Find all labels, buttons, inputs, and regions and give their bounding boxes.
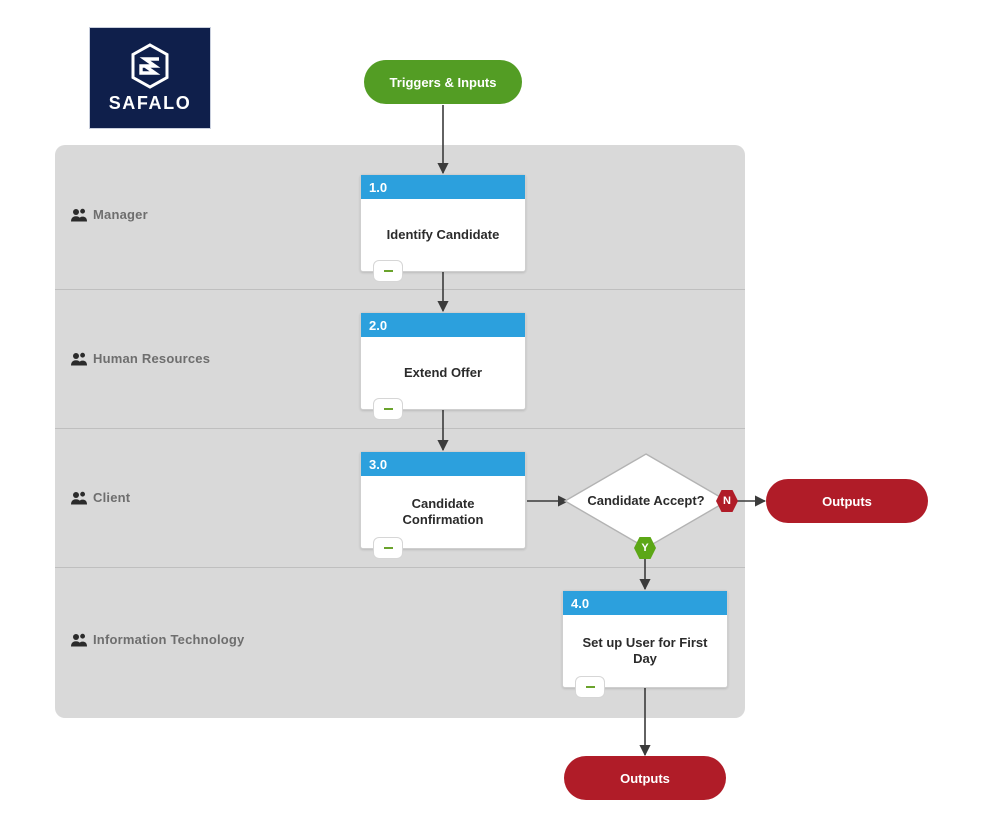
decision-branch-yes[interactable]: Y — [634, 537, 656, 559]
swimlane-client: Client — [55, 428, 745, 567]
swimlane-label-text: Client — [93, 490, 131, 505]
decision-branch-no-label: N — [723, 495, 731, 507]
process-title: Set up User for First Day — [582, 634, 708, 666]
collapse-toggle-4-0[interactable] — [575, 676, 605, 698]
swimlane-label-human-resources: Human Resources — [71, 351, 210, 366]
end-terminator-label: Outputs — [620, 770, 670, 786]
end-terminator-final[interactable]: Outputs — [564, 756, 726, 800]
minus-icon — [383, 408, 393, 410]
process-number: 1.0 — [361, 175, 525, 199]
users-icon — [71, 208, 87, 221]
process-title: Extend Offer — [403, 364, 482, 380]
process-number: 3.0 — [361, 452, 525, 476]
collapse-toggle-1-0[interactable] — [373, 260, 403, 282]
process-number: 4.0 — [563, 591, 727, 615]
process-box-2-0[interactable]: 2.0 Extend Offer — [360, 312, 526, 420]
swimlane-label-client: Client — [71, 490, 130, 505]
decision-branch-yes-label: Y — [641, 542, 649, 554]
decision-label: Candidate Accept? — [587, 493, 705, 509]
swimlane-label-information-technology: Information Technology — [71, 632, 245, 647]
process-box-4-0[interactable]: 4.0 Set up User for First Day — [562, 590, 728, 698]
decision-branch-no[interactable]: N — [716, 490, 738, 512]
collapse-toggle-3-0[interactable] — [373, 537, 403, 559]
minus-icon — [585, 686, 595, 688]
swimlane-label-manager: Manager — [71, 207, 148, 222]
process-number: 2.0 — [361, 313, 525, 337]
swimlane-information-technology: Information Technology — [55, 567, 745, 718]
swimlane-label-text: Manager — [93, 207, 148, 222]
brand-name: SAFALO — [108, 92, 192, 113]
end-terminator-label: Outputs — [822, 493, 872, 509]
users-icon — [71, 352, 87, 365]
collapse-toggle-2-0[interactable] — [373, 398, 403, 420]
swimlane-label-text: Information Technology — [93, 632, 245, 647]
minus-icon — [383, 270, 393, 272]
process-title: Candidate Confirmation — [402, 495, 484, 527]
decision-candidate-accept[interactable]: Candidate Accept? N Y — [563, 452, 738, 559]
process-box-3-0[interactable]: 3.0 Candidate Confirmation — [360, 451, 526, 559]
swimlane-label-text: Human Resources — [93, 351, 211, 366]
users-icon — [71, 491, 87, 504]
start-terminator-label: Triggers & Inputs — [389, 74, 497, 90]
start-terminator[interactable]: Triggers & Inputs — [364, 60, 522, 104]
swimlane-manager: Manager — [55, 145, 745, 289]
hexagon-s-logo-icon — [131, 42, 169, 89]
process-box-1-0[interactable]: 1.0 Identify Candidate — [360, 174, 526, 282]
swimlane-human-resources: Human Resources — [55, 289, 745, 428]
end-terminator-no-branch[interactable]: Outputs — [766, 479, 928, 523]
process-title: Identify Candidate — [386, 226, 500, 242]
minus-icon — [383, 547, 393, 549]
users-icon — [71, 633, 87, 646]
brand-logo-tile: SAFALO — [90, 28, 210, 128]
